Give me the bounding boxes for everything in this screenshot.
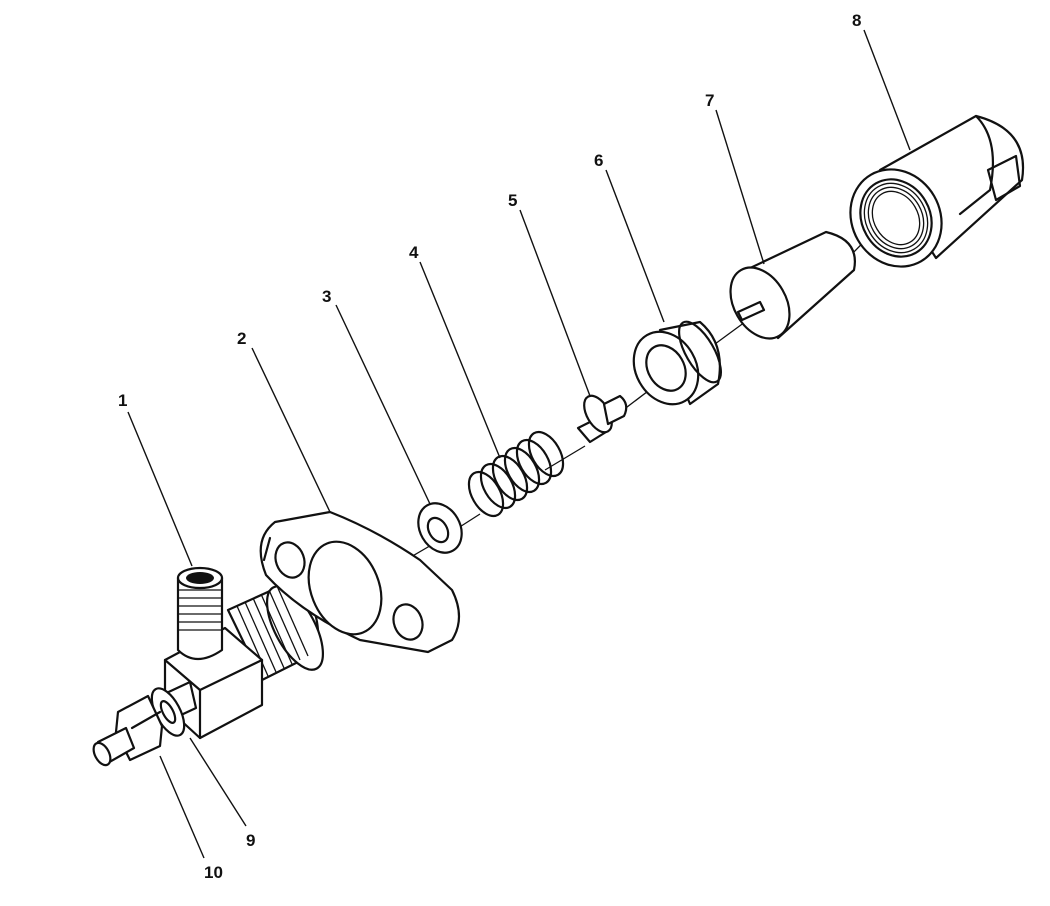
callout-2: 2	[237, 329, 246, 348]
callout-6: 6	[594, 151, 603, 170]
callout-7: 7	[705, 91, 714, 110]
leader-7	[715, 109, 765, 265]
callout-10: 10	[204, 863, 223, 882]
leader-4	[419, 261, 501, 459]
leader-lines	[127, 29, 911, 859]
part-7-plunger	[729, 230, 856, 340]
callout-4: 4	[409, 243, 419, 262]
leader-1	[127, 411, 193, 567]
leader-9	[189, 737, 247, 827]
part-5-valve-poppet	[576, 394, 628, 444]
leader-2	[251, 347, 331, 513]
part-2-flange-gasket	[259, 510, 461, 654]
leader-3	[335, 304, 431, 505]
callout-3: 3	[322, 287, 331, 306]
leader-6	[605, 169, 665, 323]
callout-labels: 1 2 3 4 5 6 7 8 9 10	[118, 11, 861, 882]
callout-5: 5	[508, 191, 517, 210]
callout-9: 9	[246, 831, 255, 850]
part-8-threaded-cap	[849, 114, 1025, 268]
callout-1: 1	[118, 391, 127, 410]
part-6-seat-ring	[632, 320, 722, 406]
part-1-valve-body	[158, 566, 324, 740]
callout-8: 8	[852, 11, 861, 30]
part-10-nut-nozzle	[92, 694, 164, 767]
leader-10	[159, 755, 205, 859]
leader-8	[863, 29, 911, 151]
leader-5	[519, 209, 591, 397]
part-3-washer	[417, 502, 463, 554]
part-4-spring	[467, 430, 565, 518]
